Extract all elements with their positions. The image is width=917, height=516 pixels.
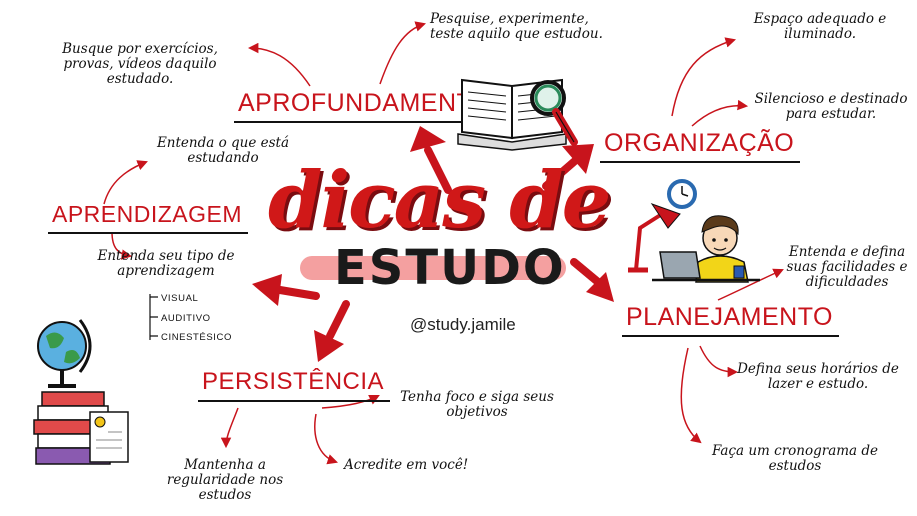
- title-line1: dicas de: [268, 155, 611, 246]
- learning-type-cinestesico: CINESTÉSICO: [161, 332, 232, 343]
- heading-underline: [600, 161, 801, 163]
- note-foco: Tenha foco e siga seus objetivos: [400, 389, 554, 420]
- heading-organizacao: ORGANIZAÇÃO: [600, 129, 801, 163]
- heading-planejamento-label: PLANEJAMENTO: [626, 303, 833, 331]
- heading-underline: [622, 335, 839, 337]
- note-horarios: Defina seus horários de lazer e estudo.: [737, 361, 899, 392]
- note-pesquise-experimente: Pesquise, experimente, teste aquilo que …: [430, 11, 603, 42]
- certificate-icon: [89, 411, 129, 463]
- arrow-to-planejamento: [570, 258, 614, 302]
- heading-organizacao-label: ORGANIZAÇÃO: [604, 129, 795, 157]
- note-acredite: Acredite em você!: [344, 457, 469, 473]
- arrow-to-organizacao: [542, 144, 594, 190]
- arrow-to-aprendizagem: [252, 274, 320, 306]
- note-entenda-o-que: Entenda o que está estudando: [156, 135, 290, 166]
- note-facilidades: Entenda e defina suas facilidades e difi…: [786, 244, 908, 290]
- author-handle: @study.jamile: [410, 315, 516, 334]
- wall-clock-icon: [667, 179, 697, 209]
- arrow-to-persistencia: [314, 300, 350, 362]
- note-tipo-aprendizagem: Entenda seu tipo de aprendizagem: [97, 248, 235, 279]
- heading-underline: [48, 232, 249, 234]
- learning-type-visual: VISUAL: [161, 293, 199, 304]
- heading-persistencia-label: PERSISTÊNCIA: [202, 368, 385, 395]
- note-silencioso: Silencioso e destinado para estudar.: [754, 91, 908, 122]
- learning-type-auditivo: AUDITIVO: [161, 313, 211, 324]
- desk-lamp-icon: [628, 203, 681, 273]
- note-espaco-adequado: Espaço adequado e iluminado.: [753, 11, 887, 42]
- magnifying-glass-icon: [530, 80, 578, 146]
- heading-aprofundamento-label: APROFUNDAMENTO: [238, 89, 492, 117]
- note-cronograma: Faça um cronograma de estudos: [711, 443, 879, 474]
- title-line2: ESTUDO: [334, 240, 566, 296]
- globe-icon: [37, 319, 92, 388]
- note-regularidade: Mantenha a regularidade nos estudos: [166, 457, 284, 503]
- heading-aprendizagem-label: APRENDIZAGEM: [52, 201, 243, 227]
- student-with-laptop-icon: [652, 215, 760, 283]
- heading-planejamento: PLANEJAMENTO: [622, 303, 839, 337]
- heading-aprendizagem: APRENDIZAGEM: [48, 201, 249, 234]
- heading-underline: [198, 400, 391, 402]
- note-busque-exercicios: Busque por exercícios, provas, vídeos da…: [62, 41, 218, 87]
- heading-underline: [234, 121, 498, 123]
- heading-persistencia: PERSISTÊNCIA: [198, 368, 391, 402]
- title-highlight: [300, 256, 566, 280]
- arrow-to-aprofundamento: [410, 126, 452, 194]
- coffee-mug-icon: [733, 265, 745, 279]
- heading-aprofundamento: APROFUNDAMENTO: [234, 89, 498, 123]
